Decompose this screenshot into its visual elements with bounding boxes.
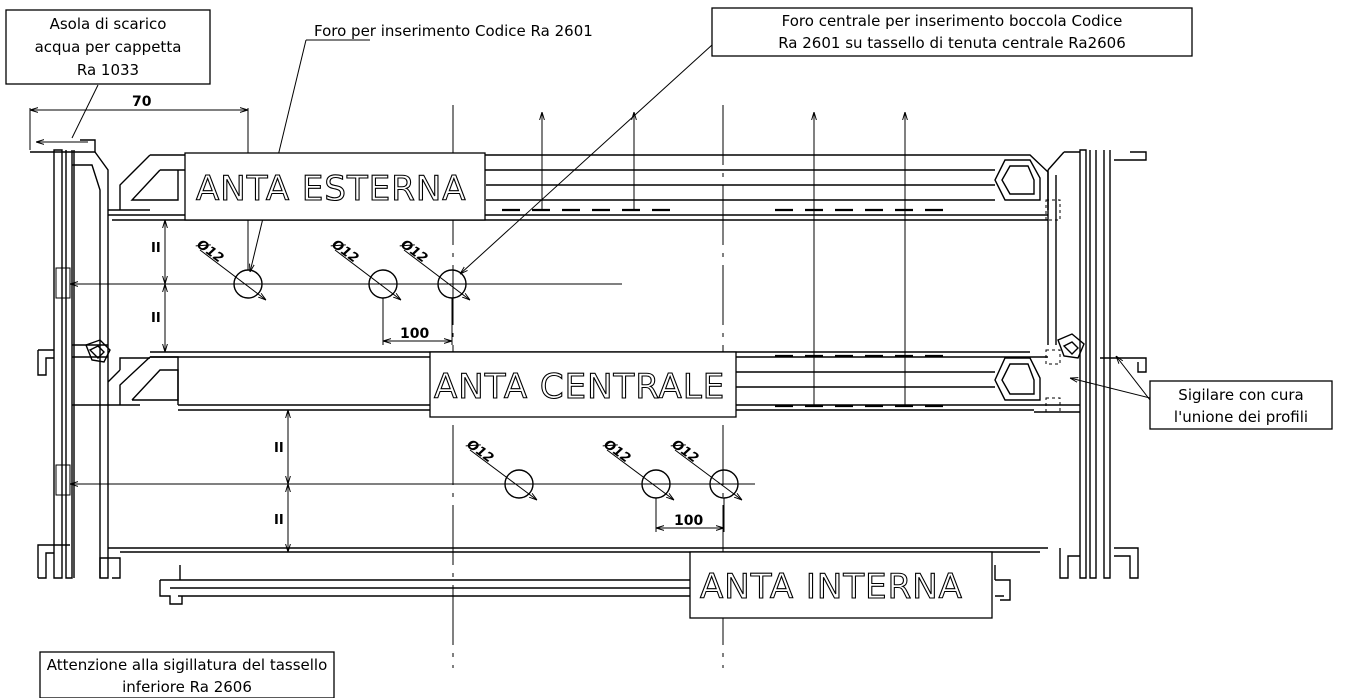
dimension-100-top-label: 100 — [400, 326, 429, 342]
svg-text:Asola di scarico: Asola di scarico — [50, 15, 167, 33]
diameter-label: Ø12 — [668, 437, 701, 467]
vertical-equal-dims: II II II II — [151, 220, 288, 552]
note-seal-profiles: Sigilare con cura l'unione dei profili — [1149, 380, 1333, 430]
dimension-100-bottom: 100 — [655, 498, 725, 532]
svg-text:acqua per cappetta: acqua per cappetta — [35, 38, 182, 56]
sash-internal-label: ANTA INTERNA — [700, 567, 963, 607]
note-hole-insert: Foro per inserimento Codice Ra 2601 — [314, 22, 593, 40]
holes-bottom-row — [469, 449, 742, 500]
svg-text:Foro per inserimento Codice Ra: Foro per inserimento Codice Ra 2601 — [314, 22, 593, 40]
drain-slot-marker — [36, 84, 99, 142]
diameter-label: Ø12 — [397, 237, 430, 267]
note-bottom-seal: Attenzione alla sigillatura del tassello… — [39, 651, 335, 698]
equal-mark: II — [274, 441, 284, 456]
diameter-label: Ø12 — [463, 437, 496, 467]
sash-label-external: ANTA ESTERNA — [184, 152, 486, 221]
note-drain-slot: Asola di scarico acqua per cappetta Ra 1… — [5, 9, 211, 85]
svg-text:Attenzione alla sigillatura de: Attenzione alla sigillatura del tassello — [47, 656, 328, 674]
dimension-70-label: 70 — [132, 94, 152, 110]
holes-top-row — [199, 249, 470, 300]
diameter-label: Ø12 — [328, 237, 361, 267]
diameter-label: Ø12 — [600, 437, 633, 467]
dimension-100-bottom-label: 100 — [674, 513, 703, 529]
svg-text:Ra 2601 su tassello di tenuta: Ra 2601 su tassello di tenuta centrale R… — [778, 34, 1126, 52]
svg-text:inferiore Ra 2606: inferiore Ra 2606 — [122, 678, 252, 696]
equal-mark: II — [151, 311, 161, 326]
hole-bottom-1 — [504, 469, 534, 499]
svg-text:Foro centrale per inserimento: Foro centrale per inserimento boccola Co… — [782, 12, 1123, 30]
sash-label-internal: ANTA INTERNA — [689, 551, 993, 619]
svg-text:Ra 1033: Ra 1033 — [77, 61, 139, 79]
equal-mark: II — [274, 513, 284, 528]
svg-text:l'unione dei profili: l'unione dei profili — [1174, 408, 1308, 426]
hole-axis-lines — [70, 284, 755, 484]
right-frame-profile — [1034, 149, 1147, 579]
note-central-hole: Foro centrale per inserimento boccola Co… — [711, 7, 1193, 57]
equal-mark: II — [151, 241, 161, 256]
sash-central-label: ANTA CENTRALE — [434, 367, 725, 407]
vertical-arrows — [542, 112, 905, 406]
sash-label-central: ANTA CENTRALE — [429, 351, 737, 418]
dimension-100-top: 100 — [382, 298, 453, 345]
sash-external-label: ANTA ESTERNA — [196, 169, 467, 209]
left-frame-profile — [30, 139, 150, 579]
svg-text:Sigilare con cura: Sigilare con cura — [1178, 386, 1303, 404]
diameter-label: Ø12 — [193, 237, 226, 267]
